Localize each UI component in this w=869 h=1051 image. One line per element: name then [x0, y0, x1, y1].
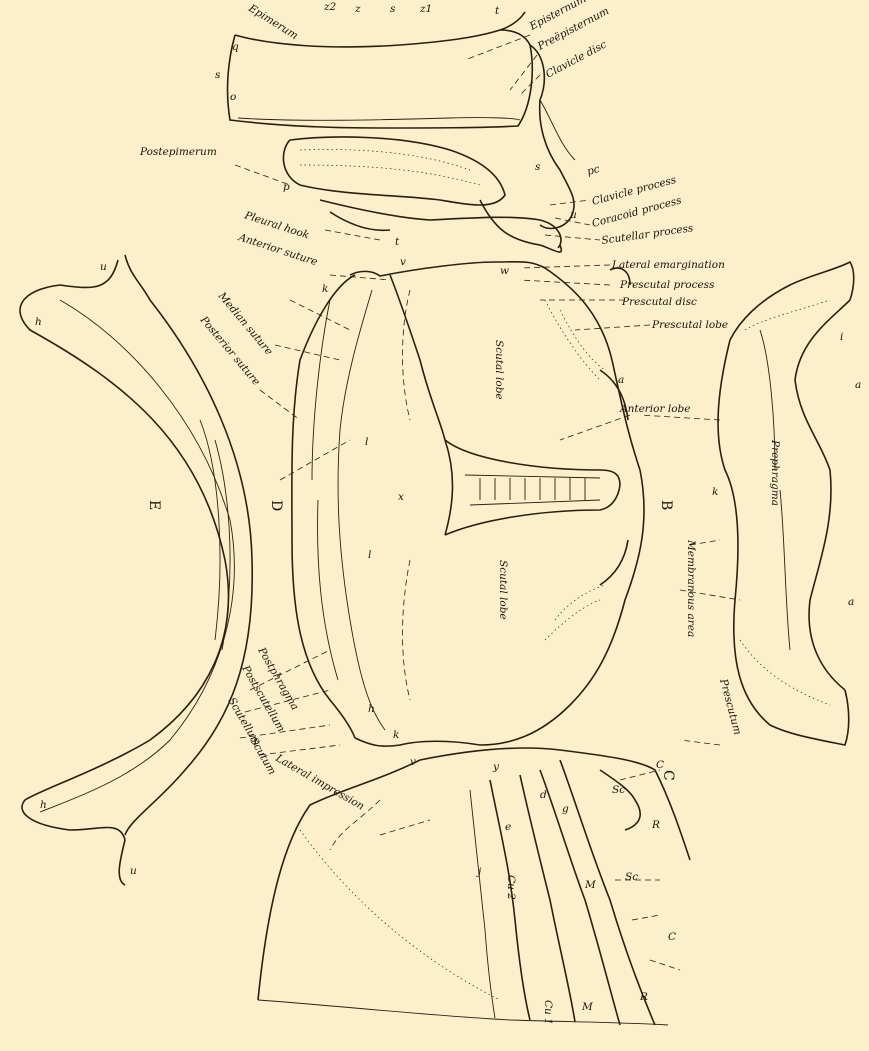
- mark-x: x: [398, 491, 404, 503]
- label-prescutum: Prescutum: [717, 677, 744, 736]
- label-membranous-area: Membranous area: [685, 539, 697, 637]
- label-epimerum: Epimerum: [246, 2, 300, 42]
- vein-c-2: C: [668, 931, 676, 943]
- vein-sc-1: Sc: [612, 784, 625, 796]
- mark-u: u: [570, 209, 577, 221]
- mark-o: o: [230, 91, 236, 103]
- mark-z: z: [354, 3, 361, 15]
- label-prephragma: Prephragma: [769, 439, 781, 506]
- mark-k-pre: k: [712, 486, 718, 498]
- letter-marks: q o s p z2 z s z1 t s u w v k t u h h u …: [35, 1, 861, 878]
- mark-s-cl: s: [535, 161, 541, 173]
- mark-k-bot: k: [393, 729, 399, 741]
- mark-v-bot: v: [410, 756, 416, 768]
- letter-b: B: [658, 500, 674, 510]
- label-lateral-impression: Lateral impression: [273, 752, 367, 813]
- mark-w: w: [500, 265, 509, 277]
- letter-c: C: [660, 770, 676, 781]
- figure-a-pleuron: [228, 12, 575, 252]
- mark-l-top: l: [365, 436, 368, 448]
- mark-g: g: [562, 803, 569, 815]
- label-pc: pc: [586, 163, 601, 178]
- mark-h-bot: h: [368, 703, 375, 715]
- label-anterior-lobe: Anterior lobe: [619, 403, 690, 415]
- label-scutellar-process: Scutellar process: [601, 222, 695, 247]
- mark-z2: z2: [323, 1, 337, 13]
- figure-b-mesonotum: [292, 262, 644, 746]
- mark-i-pre: i: [840, 331, 843, 343]
- mark-p: p: [283, 181, 290, 193]
- mark-a-pre-bot: a: [848, 596, 854, 608]
- mark-t-left: t: [395, 236, 400, 248]
- mark-h-e-bot: h: [40, 799, 47, 811]
- mark-u-e-bot: u: [130, 865, 137, 877]
- label-prescutal-lobe: Prescutal lobe: [651, 319, 728, 331]
- vein-r-2: R: [639, 991, 648, 1003]
- letter-e: E: [146, 500, 162, 510]
- mark-t-top: t: [495, 5, 500, 17]
- mark-v: v: [400, 256, 406, 268]
- label-scutal-lobe-bottom: Scutal lobe: [497, 560, 509, 620]
- mark-s-epi: s: [215, 69, 221, 81]
- mark-q: q: [232, 41, 239, 53]
- figure-e-postphragma: [20, 255, 252, 885]
- mark-a-mid: a: [618, 374, 624, 386]
- vein-m-1: M: [584, 879, 596, 891]
- vein-r-1: R: [651, 819, 660, 831]
- mark-k: k: [322, 283, 328, 295]
- label-prescutal-disc: Prescutal disc: [621, 296, 697, 308]
- mark-z1: z1: [419, 3, 432, 15]
- mark-u-e-top: u: [100, 261, 107, 273]
- vein-sc-2: Sc: [625, 871, 638, 883]
- letter-d: D: [268, 500, 284, 511]
- figure-c-prephragma: [718, 262, 854, 745]
- label-scutal-lobe-top: Scutal lobe: [493, 340, 505, 400]
- vein-cu1: Cu 1: [542, 1000, 554, 1025]
- vein-cu2: Cu 2: [505, 875, 517, 900]
- mark-y: y: [492, 761, 500, 773]
- label-postepimerum: Postepimerum: [139, 146, 217, 158]
- mark-j: j: [476, 866, 482, 878]
- mark-d: d: [540, 789, 547, 801]
- mark-l-bot: l: [368, 549, 371, 561]
- vein-m-2: M: [581, 1001, 593, 1013]
- label-prescutal-process: Prescutal process: [619, 279, 715, 291]
- mark-e: e: [505, 821, 511, 833]
- mark-a-pre-top: a: [855, 379, 861, 391]
- mark-h-e-top: h: [35, 316, 42, 328]
- vein-c-1: C: [656, 759, 664, 771]
- wing-vein-labels: Sc Sc R R M M Cu 2 Cu 1 C C: [505, 759, 676, 1025]
- label-lateral-emargination: Lateral emargination: [611, 259, 725, 271]
- mark-s-top: s: [390, 3, 396, 15]
